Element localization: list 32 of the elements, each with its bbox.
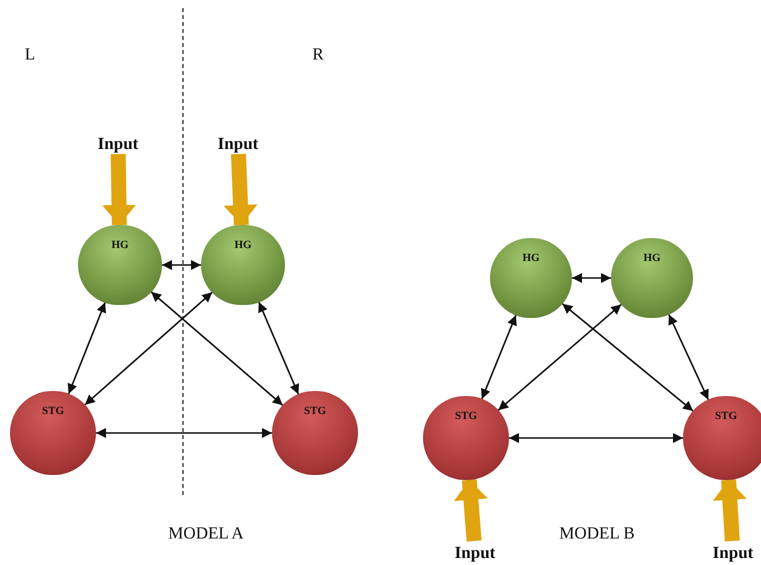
model-title: MODEL B bbox=[559, 524, 635, 542]
arrow bbox=[258, 302, 300, 395]
arrow bbox=[481, 314, 517, 400]
input-label: Input bbox=[98, 134, 138, 152]
input-label: Input bbox=[712, 544, 754, 560]
arrow bbox=[509, 433, 683, 443]
arrow bbox=[84, 292, 213, 406]
node-label: HG bbox=[522, 253, 540, 264]
node-label: STG bbox=[454, 411, 477, 422]
arrow bbox=[498, 304, 622, 411]
node-label: HG bbox=[234, 240, 252, 251]
arrow bbox=[162, 260, 201, 270]
arrow bbox=[96, 428, 272, 438]
input-label: Input bbox=[454, 544, 496, 560]
node-label: HG bbox=[643, 253, 661, 264]
block-arrow bbox=[712, 479, 747, 542]
side-label: L bbox=[24, 46, 36, 62]
node-label: STG bbox=[304, 406, 326, 417]
side-label: R bbox=[312, 46, 324, 62]
block-arrow bbox=[102, 154, 136, 226]
node-label: HG bbox=[111, 240, 129, 251]
input-label: Input bbox=[218, 134, 258, 152]
arrow bbox=[562, 303, 694, 412]
arrow bbox=[572, 273, 611, 283]
arrow bbox=[150, 291, 284, 406]
node-label: STG bbox=[714, 411, 737, 422]
arrow bbox=[68, 302, 106, 394]
block-arrow bbox=[454, 479, 488, 542]
arrow bbox=[668, 314, 710, 400]
model-title: MODEL A bbox=[168, 524, 244, 542]
block-arrow bbox=[224, 154, 258, 226]
node-label: STG bbox=[42, 406, 64, 417]
